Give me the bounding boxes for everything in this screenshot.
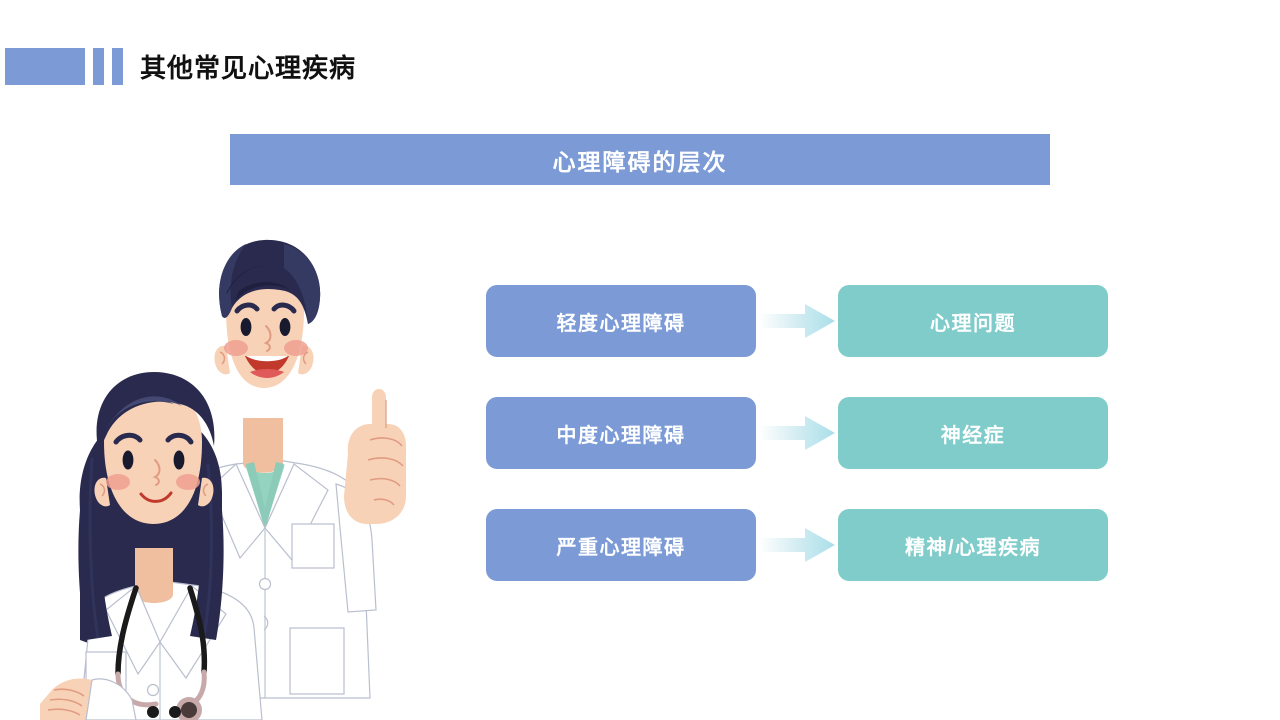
arrow-right-icon [759, 304, 835, 338]
header-bar-gap [85, 48, 93, 85]
flow-node-left-label: 中度心理障碍 [556, 424, 686, 447]
flow-node-left-label: 严重心理障碍 [556, 536, 686, 559]
flow-arrow-container [756, 397, 838, 469]
flow-node-left[interactable]: 严重心理障碍 [486, 509, 756, 581]
two-cartoon-doctors-illustration [40, 228, 440, 720]
page-title: 其他常见心理疾病 [140, 53, 357, 83]
flow-node-right-label: 心理问题 [930, 312, 1016, 335]
flow-arrow-container [756, 509, 838, 581]
flow-node-right-label: 精神/心理疾病 [904, 536, 1042, 559]
flow-node-right[interactable]: 神经症 [838, 397, 1108, 469]
section-banner: 心理障碍的层次 [230, 134, 1050, 185]
section-banner-title: 心理障碍的层次 [552, 148, 728, 175]
flow-row: 中度心理障碍 神经症 [486, 397, 1108, 469]
flow-diagram: 轻度心理障碍 心理问题 [486, 285, 1108, 581]
arrow-right-icon [759, 416, 835, 450]
header-accent-marks [5, 48, 123, 85]
flow-node-left-label: 轻度心理障碍 [556, 312, 686, 335]
header-wide-bar-icon [5, 48, 85, 85]
flow-arrow-container [756, 285, 838, 357]
flow-node-right[interactable]: 心理问题 [838, 285, 1108, 357]
flow-row: 轻度心理障碍 心理问题 [486, 285, 1108, 357]
header-narrow-bar-2-icon [112, 48, 123, 85]
header-narrow-bar-1-icon [93, 48, 104, 85]
flow-node-left[interactable]: 轻度心理障碍 [486, 285, 756, 357]
flow-node-right-label: 神经症 [940, 424, 1006, 447]
header-bar-gap [104, 48, 112, 85]
flow-node-left[interactable]: 中度心理障碍 [486, 397, 756, 469]
arrow-right-icon [759, 528, 835, 562]
flow-row: 严重心理障碍 精神/心理疾病 [486, 509, 1108, 581]
flow-node-right[interactable]: 精神/心理疾病 [838, 509, 1108, 581]
